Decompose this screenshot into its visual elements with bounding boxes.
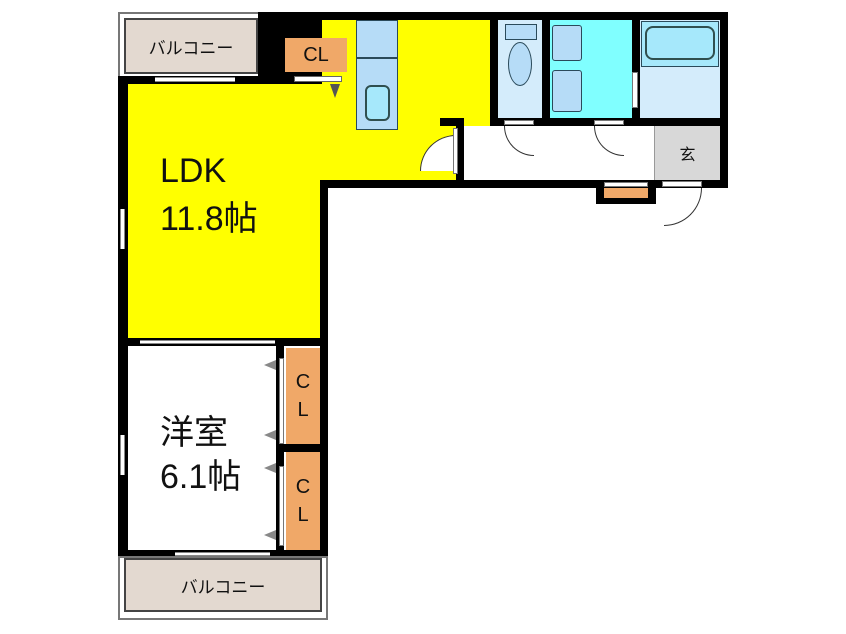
- western-room: [128, 346, 276, 550]
- kitchen-sink-icon: [365, 85, 390, 121]
- wall-right: [720, 12, 728, 188]
- closet-2-door[interactable]: [279, 466, 284, 546]
- shoebox-door[interactable]: [604, 182, 648, 187]
- ldk-area-corner: [322, 84, 358, 182]
- window-ldk-top: [155, 77, 235, 82]
- wall-ldk-right: [320, 180, 328, 556]
- wall-kitchen-right: [490, 12, 498, 124]
- closet-arrow-icon: [264, 430, 276, 440]
- bottom-balcony-label: バルコニー: [180, 577, 266, 597]
- ldk-closet-door[interactable]: [294, 76, 342, 82]
- western-closet-2: C L: [286, 452, 320, 550]
- kitchen-counter-divider: [356, 57, 398, 59]
- window-western-bottom[interactable]: [175, 552, 270, 556]
- washing-machine-icon: [552, 25, 582, 61]
- bathroom-door[interactable]: [632, 72, 638, 108]
- ldk-closet-label: CL: [303, 43, 329, 66]
- entrance-door-swing-icon: [664, 188, 702, 226]
- wall-hall-left: [456, 118, 464, 188]
- hallway: [464, 126, 654, 180]
- closet-arrow-icon: [264, 360, 276, 370]
- window-ldk-left: [120, 209, 125, 249]
- vanity-sink-icon: [552, 70, 582, 112]
- western-closet-1: C L: [286, 348, 320, 444]
- top-balcony-label: バルコニー: [148, 38, 234, 58]
- ldk-western-sliding-door[interactable]: [140, 340, 275, 344]
- ldk-size: 11.8帖: [160, 199, 258, 238]
- genkan-label: 玄: [679, 147, 696, 164]
- wall-toilet-right: [542, 12, 550, 124]
- ldk-name: LDK: [160, 151, 227, 190]
- toilet-door[interactable]: [504, 120, 534, 125]
- bottom-balcony: バルコニー: [124, 558, 322, 612]
- genkan: 玄: [654, 126, 720, 180]
- ldk-door[interactable]: [453, 128, 458, 174]
- closet-arrow-icon: [264, 463, 276, 473]
- wall-hall-bottom: [456, 180, 728, 188]
- western-room-size: 6.1帖: [160, 457, 242, 496]
- toilet-tank-icon: [505, 24, 537, 40]
- wall-ldk-top: [118, 76, 358, 84]
- shoebox: [604, 188, 648, 198]
- top-balcony: バルコニー: [124, 18, 258, 74]
- wall-ldk-bottom-step: [320, 180, 468, 188]
- wall-closet-divider: [276, 444, 328, 452]
- wall-left: [118, 76, 128, 556]
- closet-1-door[interactable]: [279, 358, 284, 444]
- western-room-name: 洋室: [160, 413, 228, 452]
- wall-wash-right: [632, 12, 640, 124]
- toilet-bowl-icon: [508, 42, 532, 86]
- ldk-area: [128, 84, 322, 340]
- closet-arrow-icon: [264, 530, 276, 540]
- ldk-closet: CL: [285, 38, 347, 72]
- washroom-door[interactable]: [594, 120, 624, 125]
- window-western-left: [120, 435, 125, 475]
- wall-hall-top-left: [440, 118, 464, 126]
- closet-door-arrow-icon: [330, 84, 340, 98]
- entrance-door[interactable]: [662, 181, 702, 187]
- bathtub-inner-icon: [645, 26, 715, 60]
